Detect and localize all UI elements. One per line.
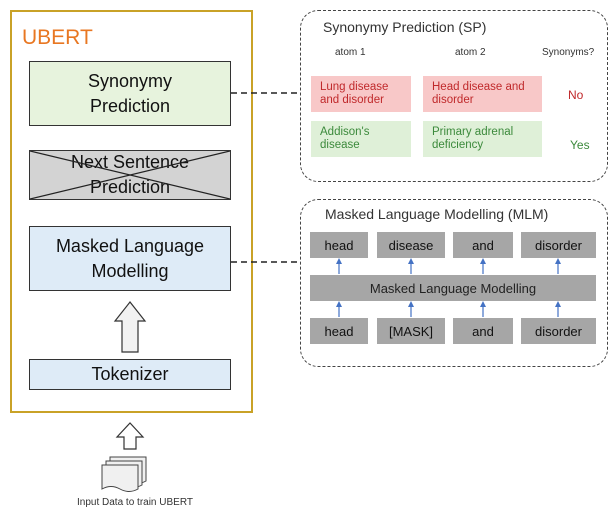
sp-column-synonyms: Synonyms? (542, 47, 595, 58)
tokenizer-label: Tokenizer (91, 364, 169, 384)
hollow-up-arrow (113, 301, 147, 353)
sp-panel (300, 10, 608, 182)
output-token: disease (377, 232, 445, 258)
input-token: disorder (521, 318, 596, 344)
sp-row2-atom1: Addison's disease (311, 121, 411, 157)
output-token: disorder (521, 232, 596, 258)
next-sentence-prediction-module: Next Sentence Prediction (29, 150, 231, 200)
sp-panel-title: Synonymy Prediction (SP) (323, 19, 487, 35)
sp-column-atom1: atom 1 (335, 47, 366, 58)
masked-language-modelling-module: Masked Language Modelling (29, 226, 231, 291)
input-up-arrow (115, 422, 145, 450)
mlm-bar: Masked Language Modelling (310, 275, 596, 301)
input-token: head (310, 318, 368, 344)
sp-row2-atom2: Primary adrenal deficiency (423, 121, 542, 157)
ubert-title: UBERT (22, 26, 93, 49)
sp-row1-atom1: Lung disease and disorder (311, 76, 411, 112)
document-stack-icon (101, 456, 147, 492)
mlm-blue-arrows (336, 258, 561, 317)
ubert-frame (10, 10, 253, 413)
next-sentence-prediction-label: Next Sentence Prediction (70, 152, 190, 197)
synonymy-prediction-label: Synonymy Prediction (87, 70, 173, 116)
output-token: head (310, 232, 368, 258)
sp-column-atom2: atom 2 (455, 47, 486, 58)
input-caption: Input Data to train UBERT (77, 497, 193, 508)
input-token: and (453, 318, 513, 344)
sp-row1-answer: No (568, 88, 584, 102)
output-token: and (453, 232, 513, 258)
input-token: [MASK] (377, 318, 445, 344)
sp-row1-atom2: Head disease and disorder (423, 76, 542, 112)
mlm-panel (300, 199, 608, 367)
sp-row2-answer: Yes (570, 138, 590, 152)
strikeout-cross (30, 151, 230, 199)
mlm-panel-title: Masked Language Modelling (MLM) (325, 206, 549, 222)
synonymy-prediction-module: Synonymy Prediction (29, 61, 231, 126)
tokenizer-module: Tokenizer (29, 359, 231, 390)
masked-language-modelling-label: Masked Language Modelling (55, 235, 205, 281)
